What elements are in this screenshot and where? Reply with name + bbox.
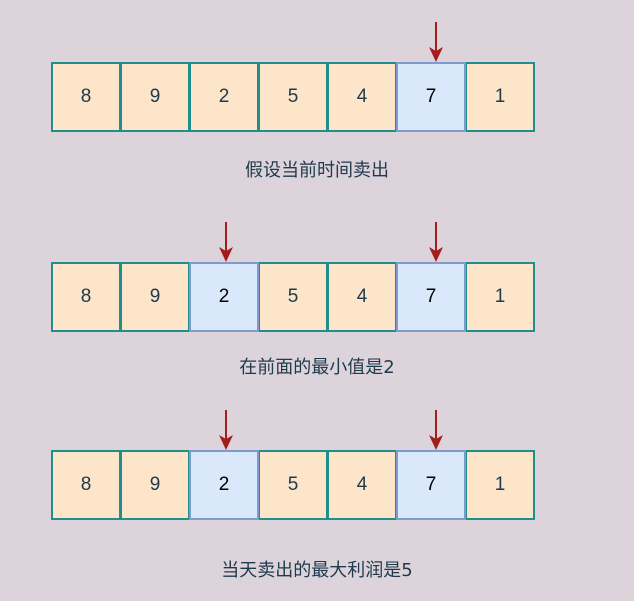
array-cell: 1	[465, 62, 535, 132]
array-cell: 4	[327, 262, 397, 332]
array-cell: 2	[189, 62, 259, 132]
array-cell: 2	[189, 450, 259, 520]
array-cell: 1	[465, 262, 535, 332]
caption: 当天卖出的最大利润是5	[221, 560, 413, 581]
array-cell: 9	[120, 450, 190, 520]
array-cell: 4	[327, 450, 397, 520]
down-arrow-icon	[428, 22, 443, 62]
array-cell: 5	[258, 450, 328, 520]
array-cell: 1	[465, 450, 535, 520]
down-arrow-icon	[428, 410, 443, 450]
array-cell: 9	[120, 62, 190, 132]
down-arrow-icon	[428, 222, 443, 262]
array-cell: 7	[396, 262, 466, 332]
array-cell: 8	[51, 262, 121, 332]
down-arrow-icon	[218, 222, 233, 262]
caption: 在前面的最小值是2	[239, 357, 395, 378]
array-cell: 4	[327, 62, 397, 132]
array-cell: 8	[51, 62, 121, 132]
array-cell: 2	[189, 262, 259, 332]
caption: 假设当前时间卖出	[245, 160, 389, 181]
array-cell: 7	[396, 62, 466, 132]
array-cell: 8	[51, 450, 121, 520]
array-cell: 7	[396, 450, 466, 520]
array-cell: 5	[258, 262, 328, 332]
down-arrow-icon	[218, 410, 233, 450]
array-cell: 9	[120, 262, 190, 332]
array-cell: 5	[258, 62, 328, 132]
